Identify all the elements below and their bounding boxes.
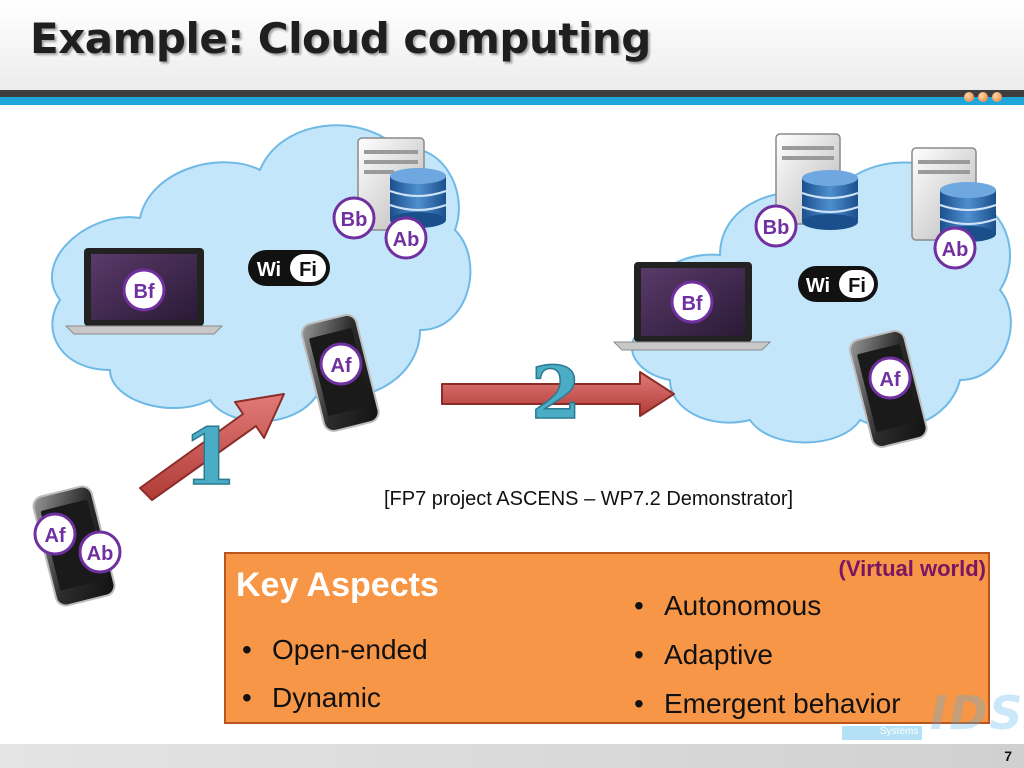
header-divider-dark xyxy=(0,90,1024,97)
list-item: • Autonomous xyxy=(626,590,901,639)
slide-title: Example: Cloud computing xyxy=(30,14,651,63)
watermark-band xyxy=(842,726,922,740)
badge-label: Ab xyxy=(393,229,420,251)
badge-af: Af xyxy=(868,356,912,400)
watermark-subtext: Systems xyxy=(880,726,919,737)
badge-af: Af xyxy=(319,342,363,386)
badge-label: Bf xyxy=(133,281,154,303)
badge-label: Ab xyxy=(942,239,969,261)
badge-ab: Ab xyxy=(384,216,428,260)
badge-bf: Bf xyxy=(670,280,714,324)
wifi-left-text: Wi xyxy=(806,275,830,297)
page-number: 7 xyxy=(1004,748,1012,764)
list-item-label: Dynamic xyxy=(272,682,381,713)
badge-bf: Bf xyxy=(122,268,166,312)
wifi-left-text: Wi xyxy=(257,259,281,281)
dot-icon xyxy=(964,92,974,102)
step-number-1: 1 xyxy=(183,412,237,503)
badge-ab: Ab xyxy=(78,530,122,574)
list-item: • Adaptive xyxy=(626,639,901,688)
list-item-label: Adaptive xyxy=(664,639,773,670)
arrow-step-1 xyxy=(139,393,285,501)
badge-af: Af xyxy=(33,512,77,556)
badge-label: Af xyxy=(879,369,900,391)
wifi-right-text: Fi xyxy=(848,275,866,297)
list-item-label: Emergent behavior xyxy=(664,688,901,719)
decorative-dots xyxy=(964,92,1002,102)
dot-icon xyxy=(992,92,1002,102)
badge-label: Bb xyxy=(763,217,790,239)
title-bar xyxy=(0,0,1024,92)
badge-ab: Ab xyxy=(933,226,977,270)
list-item-label: Autonomous xyxy=(664,590,822,621)
badge-bb: Bb xyxy=(754,204,798,248)
virtual-world-label: (Virtual world) xyxy=(838,556,987,581)
key-aspects-left-list: • Open-ended • Dynamic xyxy=(234,634,428,730)
wifi-right-text: Fi xyxy=(299,259,317,281)
badge-label: Bb xyxy=(341,209,368,231)
badge-label: Bf xyxy=(681,293,702,315)
wifi-logo-icon: Wi Fi xyxy=(248,250,330,286)
key-aspects-heading: Key Aspects xyxy=(236,566,439,604)
header-divider-blue xyxy=(0,97,1024,105)
footer-bar xyxy=(0,744,1024,768)
list-item-label: Open-ended xyxy=(272,634,428,665)
bullet-icon: • xyxy=(242,634,252,665)
key-aspects-right-list: • Autonomous • Adaptive • Emergent behavior xyxy=(626,590,901,737)
key-aspects-box: Key Aspects (Virtual world) •Open-ended … xyxy=(224,552,990,724)
database-icon xyxy=(801,170,859,230)
dot-icon xyxy=(978,92,988,102)
wifi-logo-icon: Wi Fi xyxy=(798,266,878,302)
badge-label: Ab xyxy=(87,543,114,565)
bullet-icon: • xyxy=(634,590,644,621)
list-item: • Dynamic xyxy=(234,682,428,730)
list-item: • Open-ended xyxy=(234,634,428,682)
bullet-icon: • xyxy=(242,682,252,713)
arrow-step-2 xyxy=(441,371,675,417)
citation-text: [FP7 project ASCENS – WP7.2 Demonstrator… xyxy=(384,488,794,510)
bullet-icon: • xyxy=(634,688,644,719)
list-item: • Emergent behavior xyxy=(626,688,901,737)
step-number-2: 2 xyxy=(531,350,581,435)
badge-label: Af xyxy=(330,355,351,377)
badge-label: Af xyxy=(44,525,65,547)
badge-bb: Bb xyxy=(332,196,376,240)
bullet-icon: • xyxy=(634,639,644,670)
